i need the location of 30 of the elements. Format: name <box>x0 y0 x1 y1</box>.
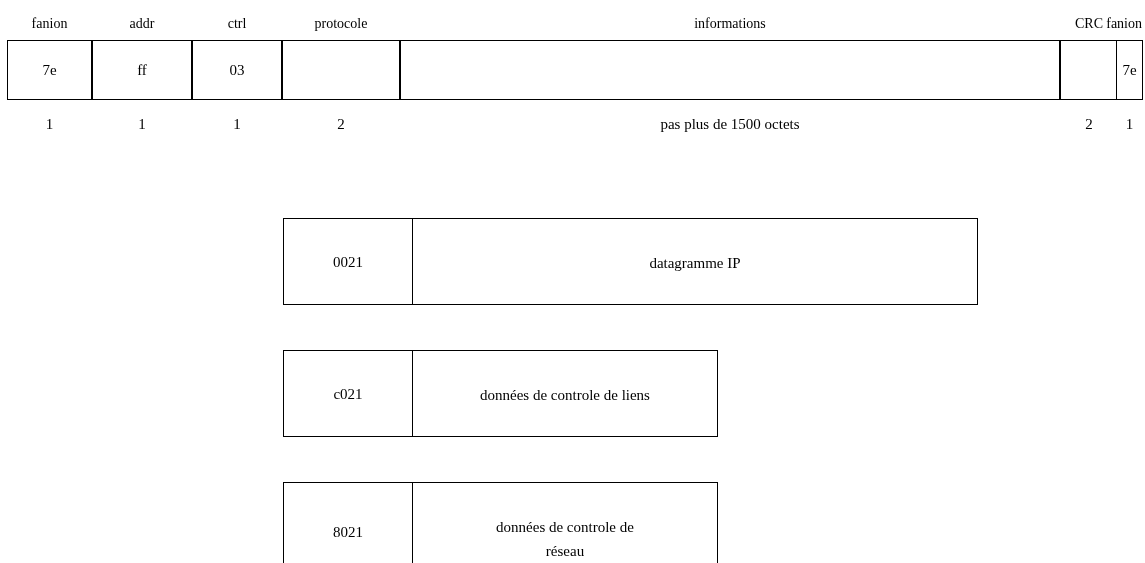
field-value: 0021 <box>333 252 363 272</box>
field-value: datagramme IP <box>649 254 741 273</box>
field-size: pas plus de 1500 octets <box>660 115 800 134</box>
field-value: c021 <box>333 384 363 404</box>
frame-field-box <box>412 482 718 563</box>
field-value: 03 <box>229 61 245 80</box>
field-value: données de controle de liens <box>480 386 650 405</box>
frame-field-box <box>412 350 718 437</box>
field-name: protocole <box>314 15 368 33</box>
field-size: 1 <box>1125 115 1134 134</box>
field-value: ff <box>137 61 147 80</box>
field-value: 8021 <box>333 523 363 542</box>
field-name: fanion <box>31 15 68 33</box>
field-name: informations <box>694 15 766 33</box>
frame-field-box <box>283 218 413 305</box>
frame-field-box <box>412 218 978 305</box>
field-value: données de controle de réseau <box>495 518 635 561</box>
frame-field-box <box>283 350 413 437</box>
field-name: fanion <box>1106 15 1142 33</box>
field-size: 2 <box>1085 115 1093 134</box>
field-value: 7e <box>1122 61 1137 80</box>
field-size: 1 <box>233 115 241 134</box>
field-name: CRC <box>1075 15 1103 33</box>
field-name: addr <box>129 15 155 33</box>
field-value: 7e <box>42 61 57 80</box>
field-size: 2 <box>337 115 345 134</box>
frame-field-box <box>283 482 413 563</box>
field-size: 1 <box>138 115 146 134</box>
field-name: ctrl <box>227 15 247 33</box>
field-size: 1 <box>45 115 54 134</box>
